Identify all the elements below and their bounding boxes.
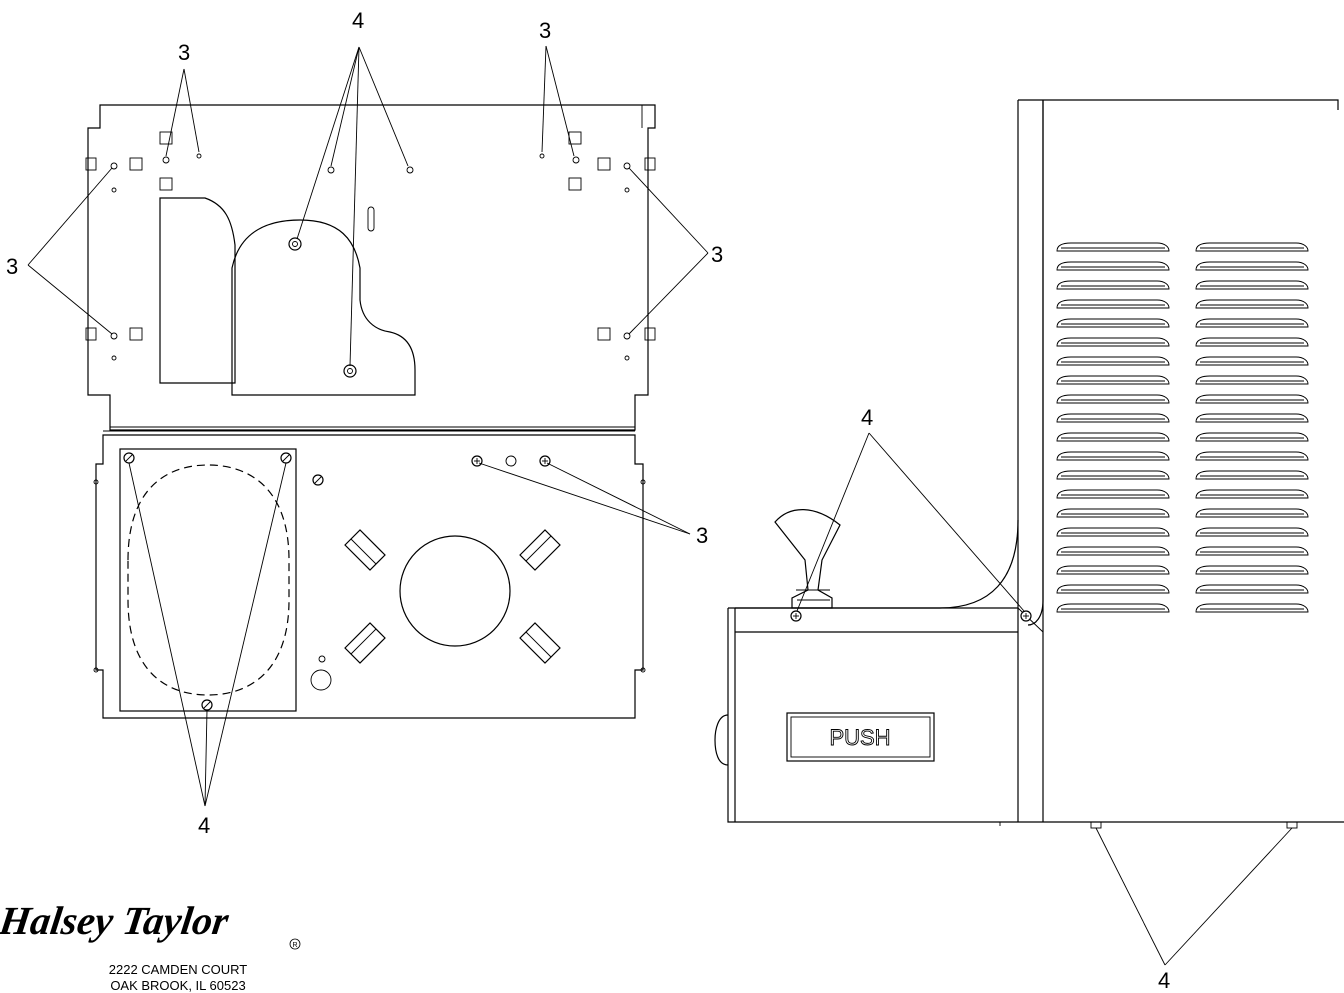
louver-slat [1056,413,1170,423]
louver-slat [1056,299,1170,309]
address-line-2: OAK BROOK, IL 60523 [110,978,246,993]
louver-slat [1195,337,1309,347]
louver-slat [1056,356,1170,366]
louver-slat [1056,603,1170,613]
louver-slat [1195,565,1309,575]
louver-slat [1195,242,1309,252]
louver-slat [1056,470,1170,480]
louver-slat [1056,337,1170,347]
louver-slat [1195,394,1309,404]
louver-slat [1195,470,1309,480]
callout-lower-plate-3: 3 [696,523,708,548]
callout-right-3: 3 [711,242,723,267]
push-plate-label: PUSH [829,725,890,750]
louver-slat [1056,280,1170,290]
louver-slat [1195,527,1309,537]
halsey-taylor-logo: Halsey Taylor R [0,898,301,950]
louver-slat [1056,432,1170,442]
callout-lower-plate-4: 4 [198,813,210,838]
louver-slat [1195,261,1309,271]
callout-top-center-4: 4 [352,8,364,33]
callout-left-3: 3 [6,254,18,279]
louver-slat [1195,508,1309,518]
louver-slat [1056,565,1170,575]
upper-mounting-plate [85,104,656,431]
callout-top-left-3: 3 [178,40,190,65]
cabinet-louvers [1056,242,1309,613]
louver-slat [1056,261,1170,271]
svg-text:Halsey Taylor: Halsey Taylor [0,898,232,943]
callout-bottom-4: 4 [1158,968,1170,990]
louver-slat [1056,451,1170,461]
lower-front-plate [93,430,646,719]
louver-slat [1195,375,1309,385]
louver-slat [1195,489,1309,499]
callout-top-right-3: 3 [539,18,551,43]
louver-slat [1056,375,1170,385]
leader-lines [27,45,1293,966]
svg-text:R: R [293,942,298,949]
louver-slat [1056,584,1170,594]
louver-slat [1195,584,1309,594]
side-view-cooler: PUSH [714,99,1344,829]
address-line-1: 2222 CAMDEN COURT [108,962,248,977]
louver-slat [1056,318,1170,328]
louver-slat [1195,280,1309,290]
louver-slat [1195,299,1309,309]
louver-slat [1195,356,1309,366]
louver-slat [1195,546,1309,556]
louver-slat [1056,394,1170,404]
louver-slat [1195,451,1309,461]
louver-slat [1056,546,1170,556]
louver-slat [1056,242,1170,252]
callout-side-4: 4 [861,405,873,430]
louver-slat [1056,527,1170,537]
louver-slat [1056,489,1170,499]
louver-slat [1195,413,1309,423]
louver-slat [1195,318,1309,328]
louver-slat [1195,603,1309,613]
louver-slat [1056,508,1170,518]
louver-slat [1195,432,1309,442]
